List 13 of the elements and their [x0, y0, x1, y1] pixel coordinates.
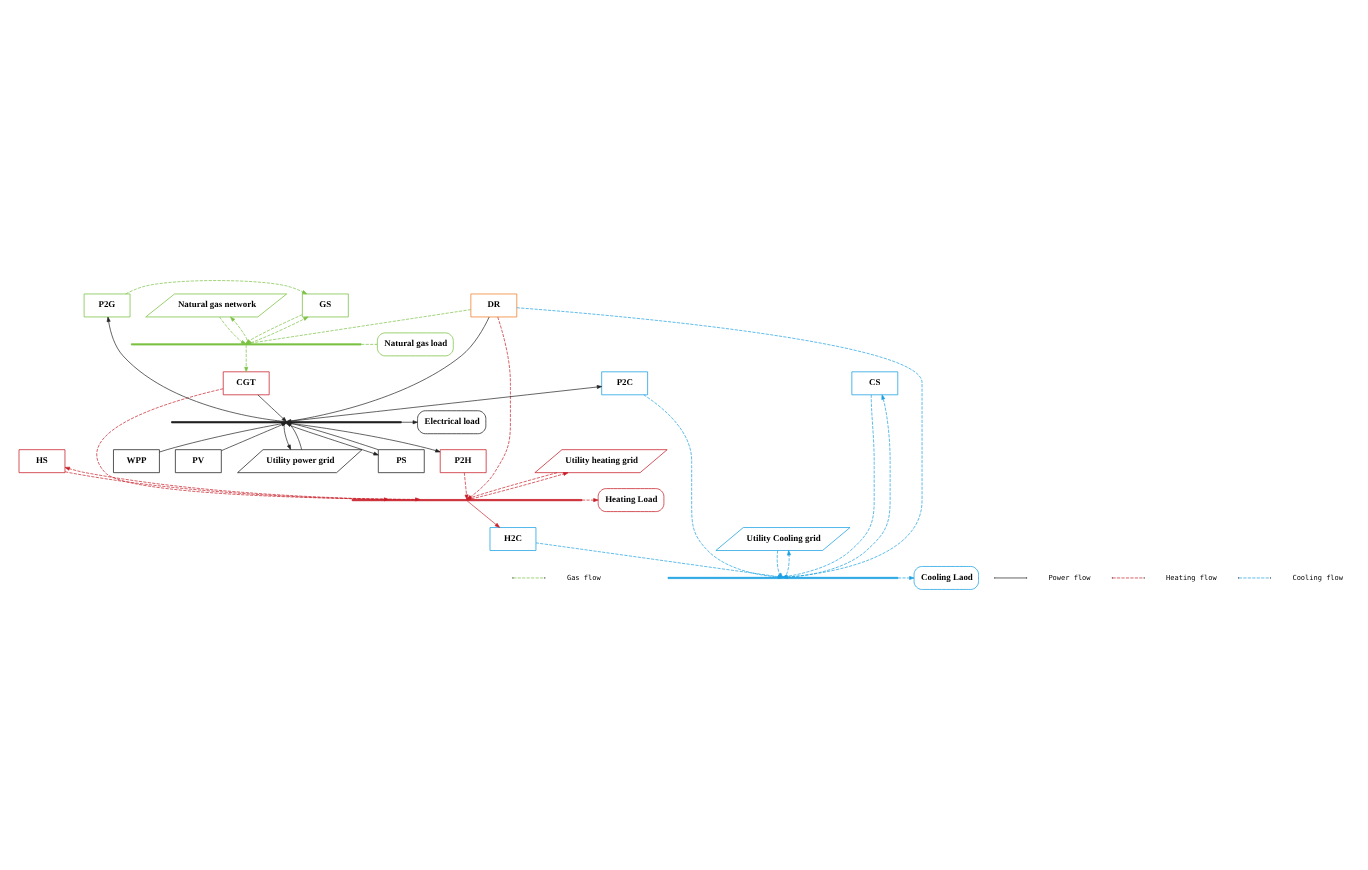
arrow	[257, 394, 287, 422]
arrow	[106, 316, 287, 422]
arrow	[230, 316, 248, 345]
arrow	[401, 420, 418, 425]
connector	[360, 344, 378, 345]
arrow	[581, 498, 599, 502]
arrow	[125, 280, 308, 295]
arrow	[463, 472, 469, 500]
arrow	[897, 576, 915, 580]
arrow	[466, 316, 511, 500]
arrow	[219, 316, 247, 345]
arrow	[466, 500, 500, 528]
arrow	[244, 344, 249, 373]
